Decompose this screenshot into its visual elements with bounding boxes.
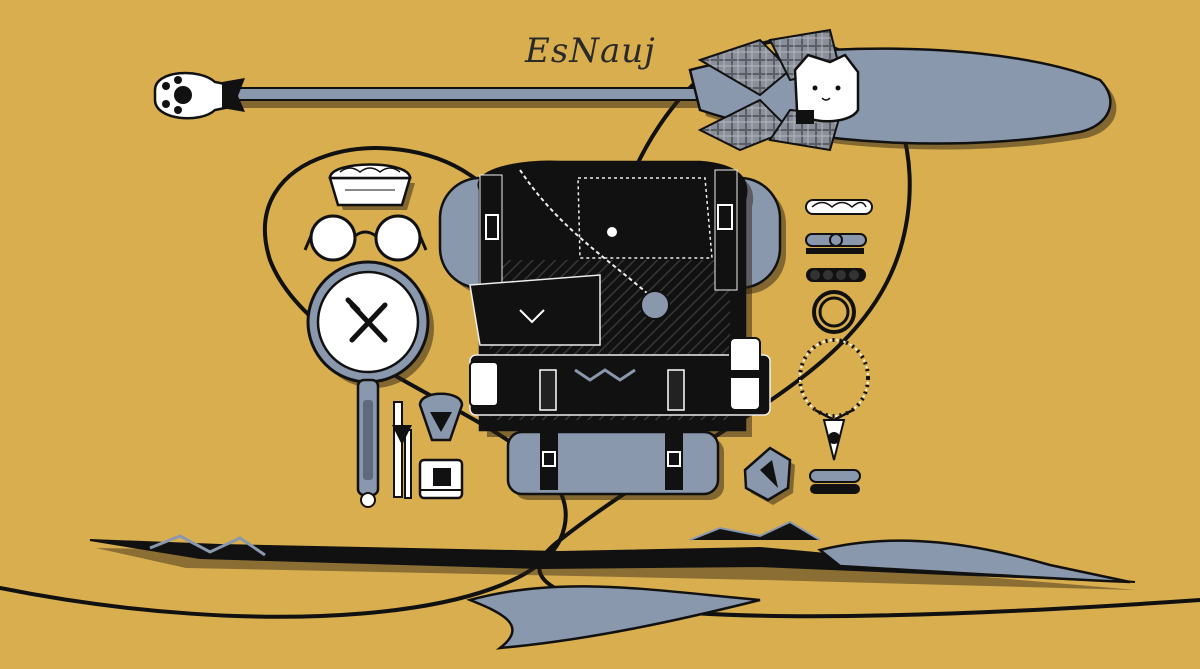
- backpack-icon: [438, 160, 786, 500]
- paw-icon: [153, 71, 245, 120]
- scythe-icon: [89, 520, 1136, 650]
- necklace-icon: [798, 338, 870, 494]
- cat-head-icon: [793, 53, 860, 124]
- hairclip-icon: [805, 199, 873, 282]
- shield-charm-icon: [743, 446, 795, 505]
- fork-knife-icon: [345, 297, 388, 343]
- cuff-icon: [418, 458, 464, 500]
- glasses-icon: [303, 214, 428, 262]
- hair-tie-icon: [812, 290, 856, 334]
- frying-pan-icon: [306, 260, 434, 508]
- ribbon-tool-icon: [392, 401, 412, 499]
- pie-icon: [328, 163, 415, 210]
- artist-signature: EsNauj: [525, 31, 656, 71]
- badge-icon: [418, 392, 464, 442]
